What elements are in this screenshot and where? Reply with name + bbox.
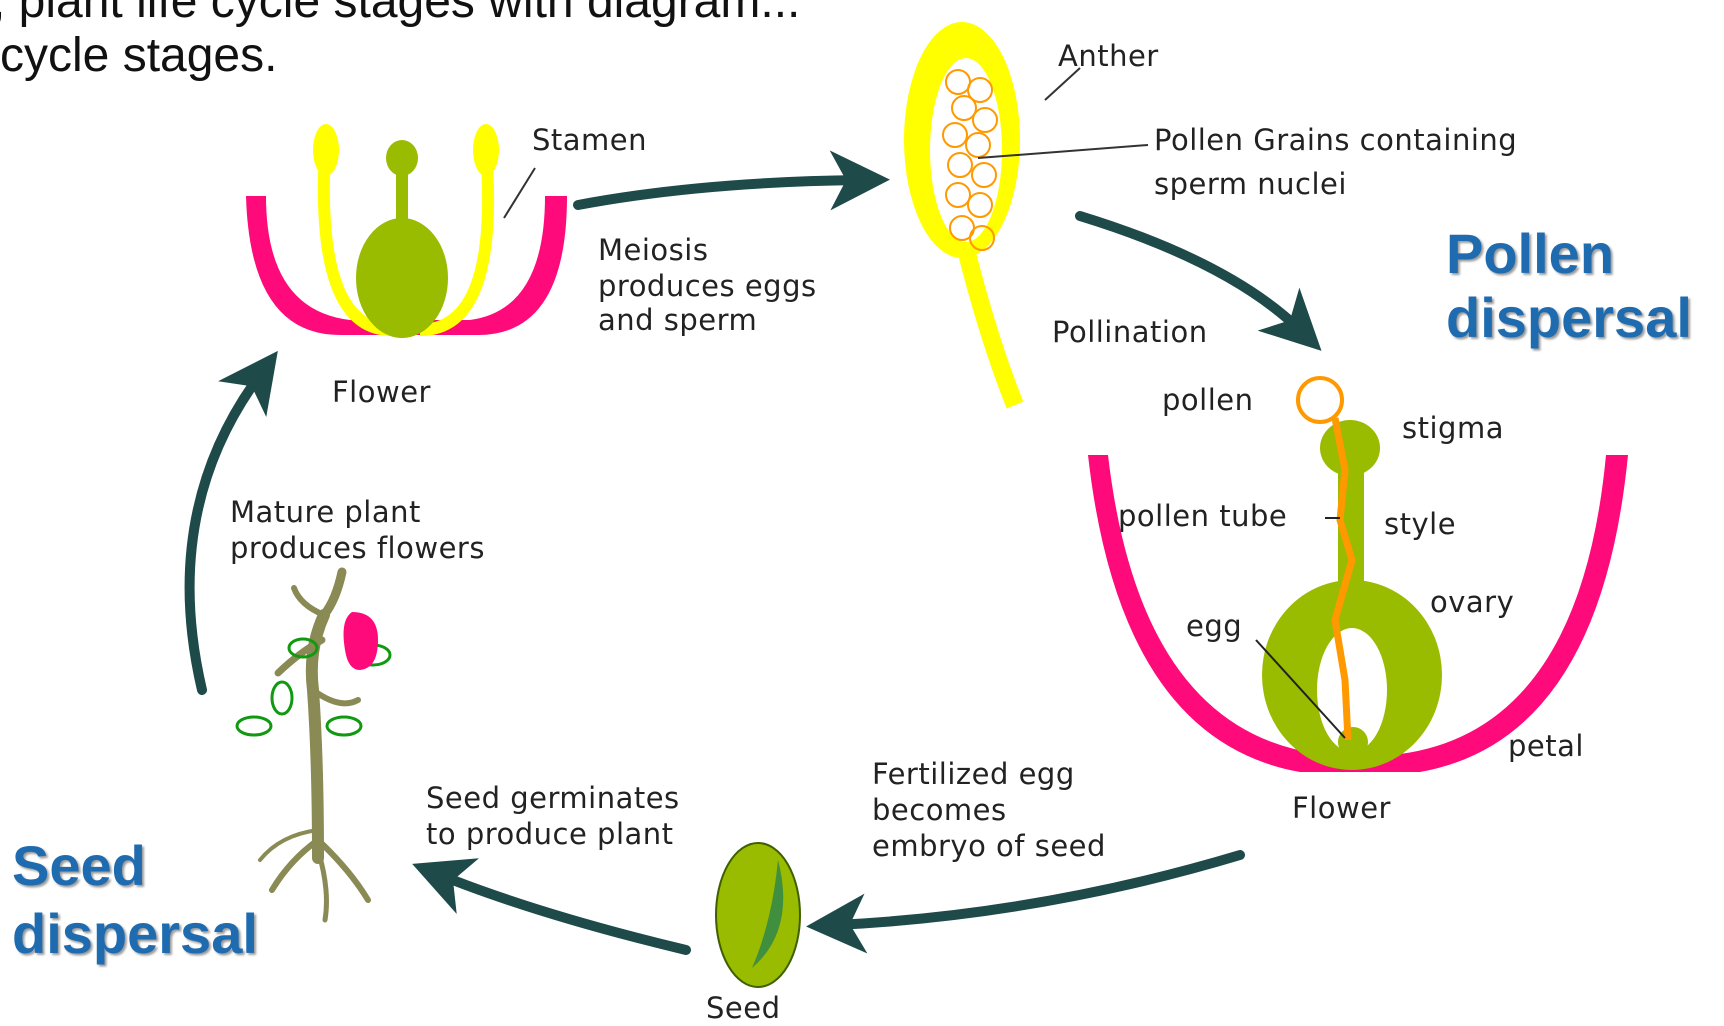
flower-1-anther-left [313,124,339,176]
young-plant-illustration [237,572,390,920]
germinates-caption-line2: to produce plant [426,816,674,852]
pollen-label: pollen [1162,382,1254,418]
flower-2-name: Flower [1292,790,1391,826]
anther-label: Anther [1058,38,1159,74]
pollen-dispersal-title-line1: Pollen [1446,222,1614,286]
arrow-anther-to-flower [1080,216,1300,330]
pollen-grains-label-line2: sperm nuclei [1154,166,1347,202]
pollen-dispersal-title-line2: dispersal [1446,286,1692,350]
germinates-caption-line1: Seed germinates [426,780,680,816]
fertilized-caption-line3: embryo of seed [872,828,1106,864]
seed-name: Seed [706,990,781,1026]
mature-caption-line2: produces flowers [230,530,485,566]
heading-line-1: , plant life cycle stages with diagram..… [0,0,800,30]
mature-caption-line1: Mature plant [230,494,421,530]
seed-dispersal-title-line2: dispersal [12,902,258,966]
fertilized-caption-line2: becomes [872,792,1007,828]
style-label: style [1384,506,1456,542]
egg-label: egg [1186,608,1242,644]
flower-1-anther-right [473,124,499,176]
heading-line-2: cycle stages. [0,28,277,84]
flower-1-stigma [386,140,418,176]
petal-label: petal [1508,728,1584,764]
flower-2-illustration [1088,378,1628,772]
flower-1-ovary [356,218,448,338]
ovary-label: ovary [1430,584,1514,620]
flower-1-name: Flower [332,374,431,410]
arrow-seed-to-plant [440,875,686,950]
meiosis-caption-line1: Meiosis [598,232,708,268]
flower-1-illustration [246,124,567,338]
arrow-flower-to-seed [836,855,1240,925]
fertilized-caption-line1: Fertilized egg [872,756,1075,792]
meiosis-caption-line3: and sperm [598,302,757,338]
meiosis-caption-line2: produces eggs [598,268,817,304]
pollen-tube-label: pollen tube [1118,498,1287,534]
stamen-label: Stamen [532,122,647,158]
pollen-grains-label-line1: Pollen Grains containing [1154,122,1517,158]
arrow-flower-to-anther [578,180,860,205]
stigma-label: stigma [1402,410,1504,446]
pollination-caption: Pollination [1052,314,1208,350]
seed-dispersal-title-line1: Seed [12,834,146,898]
seed-illustration [716,843,800,987]
